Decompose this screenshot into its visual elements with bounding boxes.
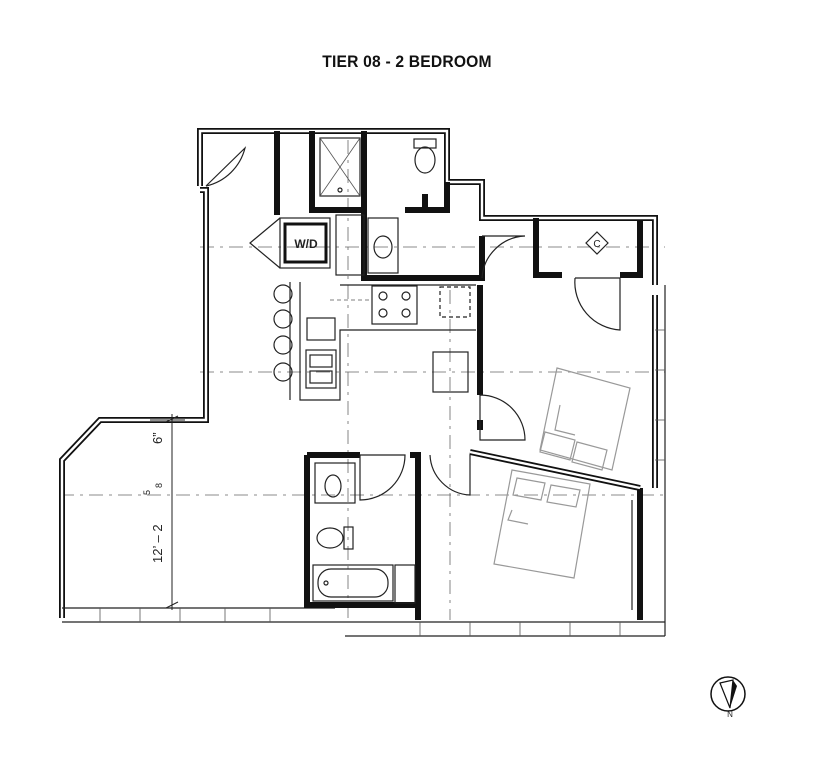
toilet-icon: [316, 526, 354, 550]
dimension-lines: [150, 414, 185, 610]
range-icon: [371, 285, 418, 325]
kitchen: [289, 282, 476, 401]
doors: [205, 146, 633, 610]
bath2-door[interactable]: [359, 454, 406, 501]
sink-icon: [305, 349, 337, 389]
toilet-icon: [413, 138, 437, 174]
dimension-main-denominator: 8: [154, 483, 164, 488]
shower-icon: [319, 137, 361, 197]
washer-dryer-label: W/D: [294, 237, 318, 251]
closet-symbol-icon: C: [585, 231, 609, 255]
page-title: TIER 08 - 2 BEDROOM: [322, 52, 492, 71]
entry-door[interactable]: [205, 146, 247, 187]
washer-dryer-icon: W/D: [249, 214, 365, 276]
walls: [59, 128, 666, 637]
closet-door[interactable]: [574, 277, 621, 331]
sink-icon: [367, 217, 399, 274]
closet-symbol-label: C: [593, 239, 600, 250]
north-arrow-icon: N: [710, 676, 746, 719]
bedroom2-door[interactable]: [429, 454, 471, 496]
bed-icon: [493, 469, 591, 579]
bathtub-icon: [312, 564, 394, 602]
bar-stool-icon: [273, 284, 293, 382]
dimension-main-numerator: 5: [142, 490, 152, 495]
north-label: N: [727, 710, 733, 719]
bed-icon: [539, 367, 631, 471]
sink-icon: [314, 462, 356, 504]
dimension-main: 12’ – 2: [150, 524, 165, 563]
bedroom1-door[interactable]: [479, 394, 526, 441]
bath-door[interactable]: [481, 235, 526, 279]
dimension-small: 6”: [150, 432, 165, 444]
